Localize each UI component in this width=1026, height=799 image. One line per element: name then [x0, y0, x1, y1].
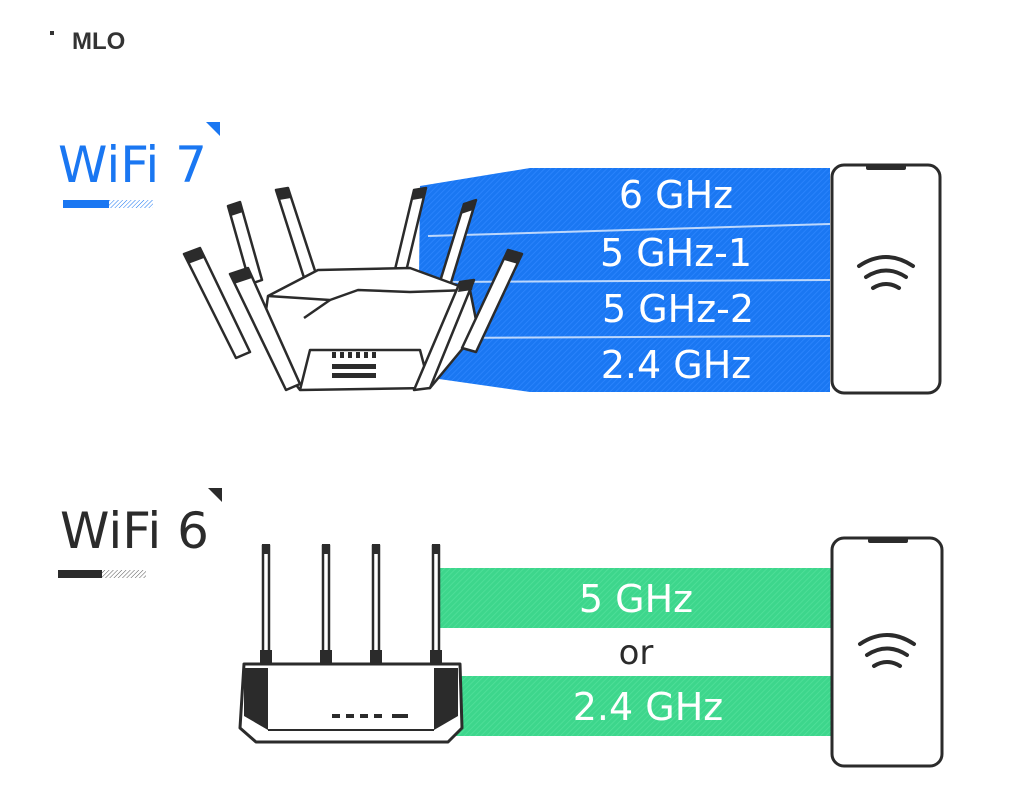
logo-underline-hatch: [109, 200, 153, 208]
wifi-signal-icon: [858, 633, 916, 668]
band-label-2-4ghz: 2.4 GHz: [601, 343, 751, 387]
band-label-5ghz-1: 5 GHz-1: [600, 231, 752, 275]
wifi6-logo: WiFi 6: [58, 488, 222, 578]
logo-corner-icon: [206, 122, 220, 136]
wifi6-phone-icon: [830, 536, 944, 768]
wifi7-router-icon: [182, 186, 524, 392]
wifi7-phone-icon: [830, 163, 942, 395]
heading-text: MLO: [72, 28, 126, 55]
band-label-5ghz-2: 5 GHz-2: [602, 287, 754, 331]
logo-corner-icon: [208, 488, 222, 502]
band-label-2-4ghz: 2.4 GHz: [573, 685, 723, 729]
wifi6-logo-text: WiFi 6: [60, 502, 209, 560]
logo-underline-hatch: [102, 570, 146, 578]
band-label-5ghz: 5 GHz: [579, 577, 693, 621]
section-heading: MLO: [50, 24, 125, 60]
logo-underline: [58, 570, 102, 578]
band-label-6ghz: 6 GHz: [619, 173, 733, 217]
logo-underline: [63, 200, 109, 208]
bullet-icon: [50, 31, 54, 35]
wifi-signal-icon: [857, 255, 915, 290]
wifi6-band-2-4ghz: [440, 676, 832, 736]
wifi6-router-icon: [238, 544, 464, 744]
wifi6-band-5ghz: [440, 568, 832, 628]
wifi7-logo: WiFi 7: [58, 122, 220, 208]
wifi7-logo-text: WiFi 7: [58, 136, 207, 194]
band-separator-or: or: [619, 633, 654, 673]
